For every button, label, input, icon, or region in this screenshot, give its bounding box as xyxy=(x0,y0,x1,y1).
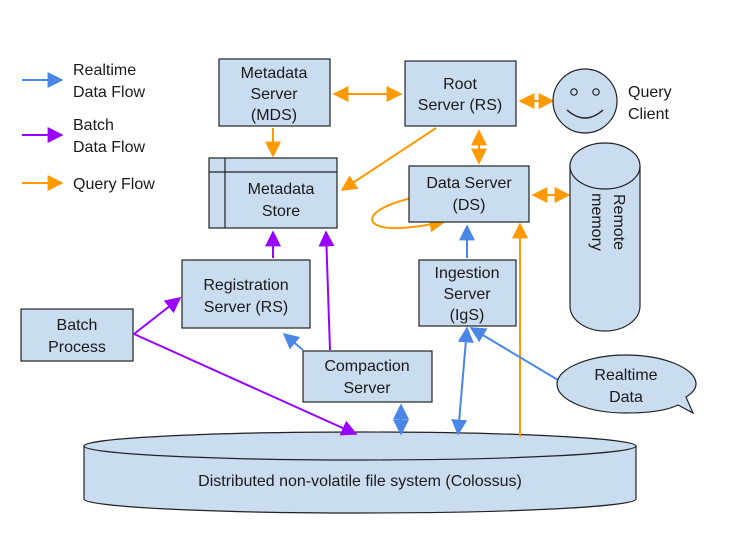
query-client: Query Client xyxy=(552,68,672,134)
colossus-file-system: Distributed non-volatile file system (Co… xyxy=(83,431,637,514)
metadata-store-line1: Metadata xyxy=(248,181,315,198)
ingestion-server: Ingestion Server (IgS) xyxy=(418,259,517,327)
arrow-realtime-igs xyxy=(469,327,559,381)
data-server: Data Server (DS) xyxy=(408,165,530,223)
arrow-ds-self-loop xyxy=(371,197,446,233)
realtime-data-line2: Data xyxy=(609,389,643,406)
legend-query-label: Query Flow xyxy=(73,176,155,193)
registration-server-line1: Registration xyxy=(203,277,288,294)
batch-process-line1: Batch xyxy=(57,317,98,334)
metadata-server: Metadata Server (MDS) xyxy=(218,58,331,127)
arrow-batch-registration xyxy=(133,297,182,335)
colossus-label: Distributed non-volatile file system (Co… xyxy=(198,473,522,490)
arrow-compaction-store xyxy=(318,230,335,351)
arrow-rs-store xyxy=(340,127,437,191)
metadata-store-line2: Store xyxy=(262,203,300,220)
ingestion-server-line1: Ingestion xyxy=(435,265,500,282)
legend: Realtime Data Flow Batch Data Flow Query… xyxy=(22,62,155,193)
registration-server: Registration Server (RS) xyxy=(181,259,311,329)
realtime-data-line1: Realtime xyxy=(594,367,657,384)
batch-process-line2: Process xyxy=(48,339,106,356)
query-client-line1: Query xyxy=(628,84,672,101)
root-server: Root Server (RS) xyxy=(404,60,517,127)
compaction-server: Compaction Server xyxy=(302,350,433,403)
metadata-store: Metadata Store xyxy=(208,157,338,229)
metadata-server-line3: (MDS) xyxy=(251,107,297,124)
legend-realtime-line1: Realtime xyxy=(73,62,136,79)
compaction-server-line2: Server xyxy=(343,380,391,397)
root-server-line2: Server (RS) xyxy=(418,97,502,114)
root-server-line1: Root xyxy=(443,76,477,93)
metadata-server-line1: Metadata xyxy=(241,65,308,82)
smiley-face-icon xyxy=(552,68,618,134)
data-server-line1: Data Server xyxy=(426,175,512,192)
arrow-igs-colossus xyxy=(451,326,474,436)
remote-memory: Remote memory xyxy=(569,142,641,332)
batch-process: Batch Process xyxy=(20,308,134,362)
arrow-compaction-registration xyxy=(282,332,304,351)
realtime-data-source: Realtime Data xyxy=(556,354,697,415)
query-client-line2: Client xyxy=(628,106,669,123)
remote-memory-line1: Remote xyxy=(610,194,627,250)
ingestion-server-line2: Server xyxy=(443,286,491,303)
flow-arrows xyxy=(133,86,571,437)
ingestion-server-line3: (IgS) xyxy=(450,307,485,324)
arrow-batch-colossus xyxy=(133,333,358,436)
registration-server-line2: Server (RS) xyxy=(204,299,288,316)
legend-batch-line2: Data Flow xyxy=(73,139,145,156)
remote-memory-line2: memory xyxy=(588,193,605,251)
compaction-server-line1: Compaction xyxy=(324,358,409,375)
legend-batch-line1: Batch xyxy=(73,117,114,134)
legend-realtime-line2: Data Flow xyxy=(73,84,145,101)
metadata-server-line2: Server xyxy=(250,86,298,103)
data-server-line2: (DS) xyxy=(453,197,486,214)
